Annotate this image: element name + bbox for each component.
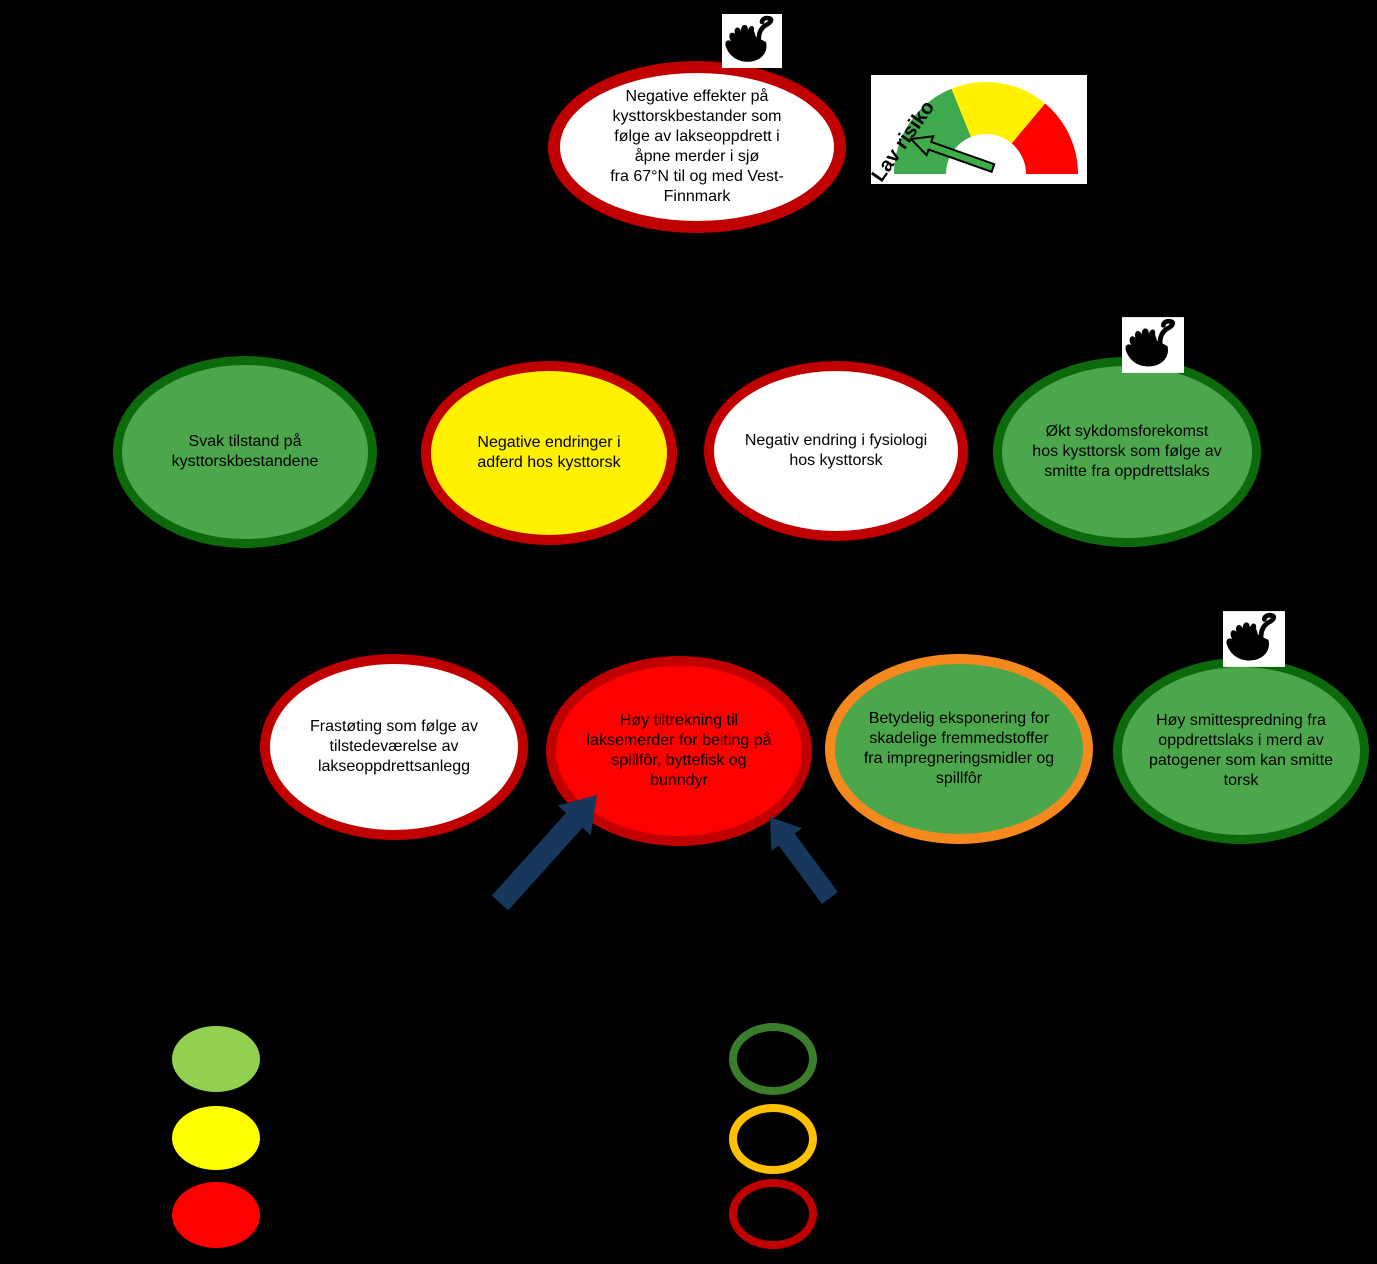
node-frastoting: Frastøting som følge av tilstedeværelse …: [260, 654, 528, 840]
legend-outline-dark-red-swatch: [729, 1179, 817, 1249]
legend-filled-red-swatch: [172, 1182, 260, 1248]
node-hoy-smittespredning: Høy smittespredning fra oppdrettslaks i …: [1113, 658, 1369, 844]
node-okt-sykdomsforekomst: Økt sykdomsforekomst hos kysttorsk som f…: [993, 357, 1261, 547]
arrow-up-left-to-red-node: [770, 817, 838, 904]
gauge-red-zone: [1011, 103, 1078, 174]
black-swan-icon: [1223, 610, 1285, 668]
node-label: Negativ endring i fysiologi hos kysttors…: [744, 432, 928, 469]
node-label: Økt sykdomsforekomst hos kysttorsk som f…: [1032, 423, 1222, 480]
legend-outline-amber-swatch: [729, 1104, 817, 1174]
node-label: Betydelig eksponering for skadelige frem…: [863, 710, 1055, 787]
legend-filled-light-green-swatch: [172, 1026, 260, 1092]
gauge-yellow-zone: [951, 81, 1046, 144]
risk-gauge: Lav risiko: [867, 75, 1087, 186]
legend-filled-yellow-swatch: [172, 1106, 260, 1170]
node-negativ-endring-fysiologi: Negativ endring i fysiologi hos kysttors…: [704, 361, 968, 541]
node-label: Høy tiltrekning til laksemerder for beit…: [586, 712, 772, 789]
node-betydelig-eksponering: Betydelig eksponering for skadelige frem…: [825, 654, 1093, 844]
node-label: Svak tilstand på kysttorskbestandene: [171, 433, 319, 470]
node-label: Høy smittespredning fra oppdrettslaks i …: [1148, 712, 1334, 789]
gauge-needle-arrow: [908, 135, 996, 174]
node-svak-tilstand: Svak tilstand på kysttorskbestandene: [113, 356, 377, 548]
node-negative-endringer-adferd: Negative endringer i adferd hos kysttors…: [421, 361, 677, 545]
node-label: Negative effekter på kysttorskbestander …: [610, 88, 784, 205]
node-label: Frastøting som følge av tilstedeværelse …: [309, 718, 479, 775]
node-label: Negative endringer i adferd hos kysttors…: [477, 434, 621, 471]
legend-outline-green-swatch: [729, 1023, 817, 1095]
black-swan-icon: [1122, 316, 1184, 374]
black-swan-icon: [722, 14, 782, 68]
node-negative-effekter-kysttorsk: Negative effekter på kysttorskbestander …: [548, 61, 846, 233]
node-hoy-tiltrekning: Høy tiltrekning til laksemerder for beit…: [546, 656, 812, 846]
